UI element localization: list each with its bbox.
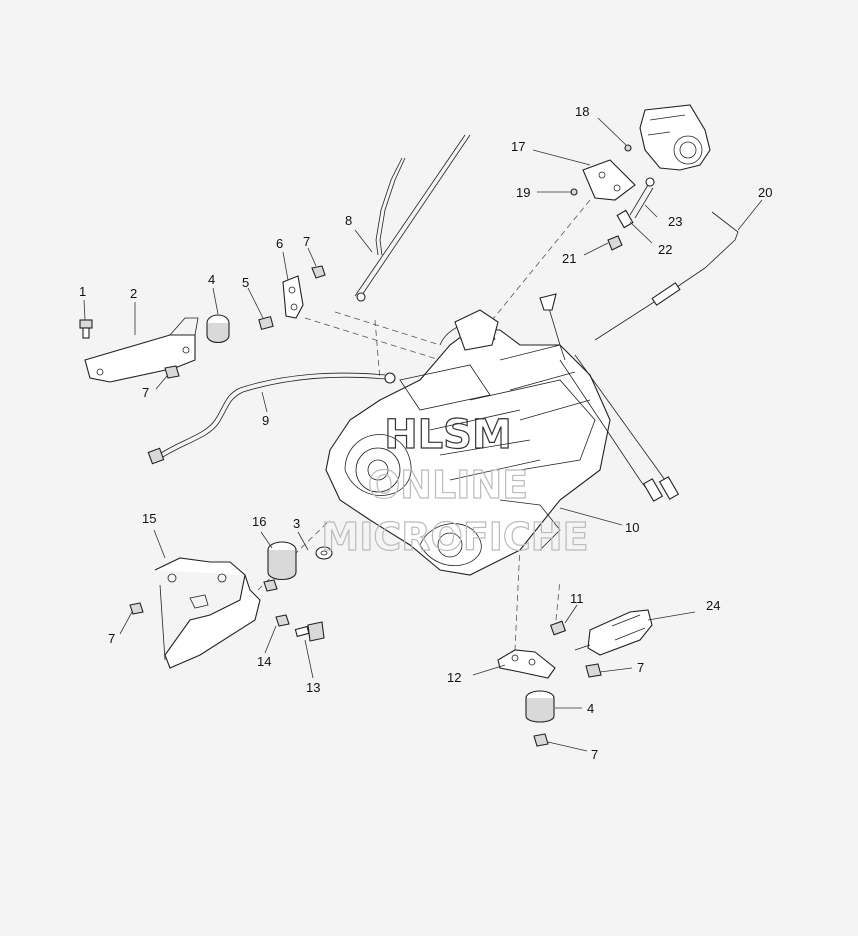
callout-7-left: 7 [142, 385, 149, 400]
bracket-15 [154, 557, 261, 669]
screw-18 [624, 144, 632, 152]
throttle-cable-20 [594, 211, 739, 341]
callout-15: 15 [142, 511, 156, 526]
callout-16: 16 [252, 514, 266, 529]
callout-4-upper: 4 [208, 272, 215, 287]
rubber-mount-4-upper [206, 314, 230, 344]
fitting-21 [607, 235, 623, 251]
dipstick-tube-8 [354, 134, 471, 302]
callout-12: 12 [447, 670, 461, 685]
watermark-line-3: MICROFICHE [321, 515, 588, 559]
callout-20: 20 [758, 185, 772, 200]
callout-8: 8 [345, 213, 352, 228]
callout-7-lower-right: 7 [637, 660, 644, 675]
nut-7b [164, 365, 180, 379]
callout-7-upper: 7 [303, 234, 310, 249]
nut-7-mid [263, 579, 278, 592]
callout-4-lower: 4 [587, 701, 594, 716]
callout-13: 13 [306, 680, 320, 695]
bolt-1 [79, 319, 93, 339]
axle-24 [574, 609, 653, 656]
callout-24: 24 [706, 598, 720, 613]
leader-lines [83, 117, 763, 752]
rubber-mount-16 [267, 541, 297, 581]
callout-labels: 1 2 3 4 5 6 7 7 7 8 9 10 11 12 13 14 15 … [79, 104, 772, 762]
cable-9 [147, 372, 396, 465]
rubber-mount-4-lower [525, 690, 555, 723]
mount-bracket-2 [84, 317, 199, 383]
hose-23 [629, 177, 655, 219]
watermark: HLSM ONLINE MICROFICHE [321, 411, 589, 559]
hose-22 [616, 209, 634, 229]
bracket-17 [582, 159, 636, 201]
bracket-6 [282, 275, 304, 319]
callout-7-bottom: 7 [591, 747, 598, 762]
callout-6: 6 [276, 236, 283, 251]
callout-5: 5 [242, 275, 249, 290]
watermark-line-2: ONLINE [368, 463, 528, 507]
callout-1: 1 [79, 284, 86, 299]
callout-2: 2 [130, 286, 137, 301]
nut-7d [585, 663, 602, 678]
stud-13 [294, 621, 325, 642]
callout-11: 11 [570, 591, 584, 606]
callout-7-lower-left: 7 [108, 631, 115, 646]
callout-19: 19 [516, 185, 530, 200]
callout-3: 3 [293, 516, 300, 531]
nut-14 [275, 614, 290, 627]
callout-23: 23 [668, 214, 682, 229]
engine-assembly [325, 293, 680, 576]
watermark-line-1: HLSM [384, 412, 512, 458]
callout-22: 22 [658, 242, 672, 257]
nut-7e [533, 733, 549, 747]
nut-7c [129, 602, 144, 615]
throttle-body-assembly [639, 104, 711, 171]
callout-14: 14 [257, 654, 271, 669]
bolt-5 [258, 315, 274, 331]
nut-7a [311, 265, 326, 279]
callout-17: 17 [511, 139, 525, 154]
callout-10: 10 [625, 520, 639, 535]
washer-3 [315, 546, 333, 560]
callout-21: 21 [562, 251, 576, 266]
callout-18: 18 [575, 104, 589, 119]
bracket-12 [497, 649, 556, 679]
callout-9: 9 [262, 413, 269, 428]
bolt-11 [549, 620, 567, 636]
